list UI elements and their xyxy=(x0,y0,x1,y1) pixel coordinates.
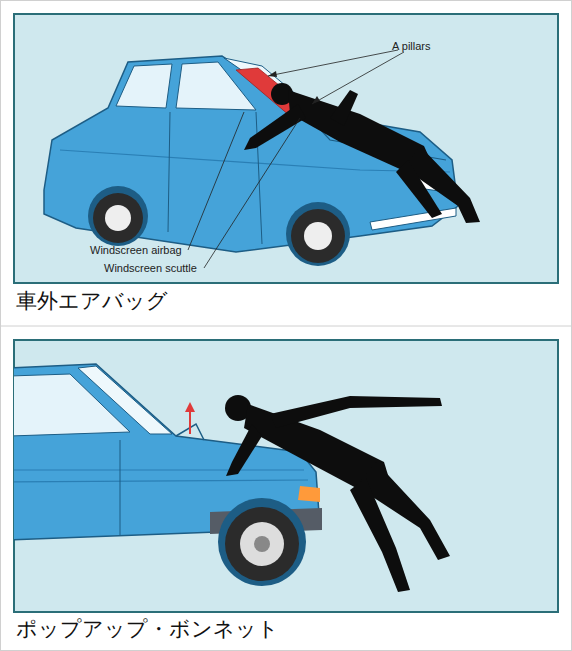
arrow-head xyxy=(268,71,320,104)
part-label: Windscreen scuttle xyxy=(104,262,197,274)
hub xyxy=(105,205,131,231)
part-label: A pillars xyxy=(392,40,431,52)
car-with-pop-up-bonnet xyxy=(14,364,450,592)
figure-caption: ポップアップ・ボンネット xyxy=(16,618,279,641)
door-line xyxy=(120,440,121,536)
wheel-arch xyxy=(286,202,350,266)
lift-arrow xyxy=(189,410,191,434)
leader-line xyxy=(188,50,404,268)
figure-caption: 車外エアバッグ xyxy=(16,290,168,313)
rear-window xyxy=(116,64,172,108)
wheel-arch xyxy=(88,186,148,246)
door-line xyxy=(168,112,262,244)
body-stripe xyxy=(14,470,308,482)
indicator-light xyxy=(298,486,320,502)
wheel xyxy=(225,507,299,581)
arrow-head xyxy=(185,402,195,412)
hub xyxy=(304,222,332,250)
separator xyxy=(0,326,572,327)
panel-background xyxy=(14,14,558,283)
car-with-airbag xyxy=(44,50,480,268)
bumper xyxy=(370,208,456,230)
windscreen xyxy=(78,366,172,434)
wheel-arch xyxy=(218,498,306,586)
hub xyxy=(240,522,284,566)
car-body xyxy=(44,56,458,252)
pedestrian-silhouette xyxy=(225,395,450,592)
part-label: Windscreen airbag xyxy=(90,244,182,256)
wheel xyxy=(291,209,345,263)
wheel xyxy=(93,193,143,243)
hub-centre xyxy=(254,536,270,552)
pedestrian-silhouette xyxy=(244,83,480,223)
